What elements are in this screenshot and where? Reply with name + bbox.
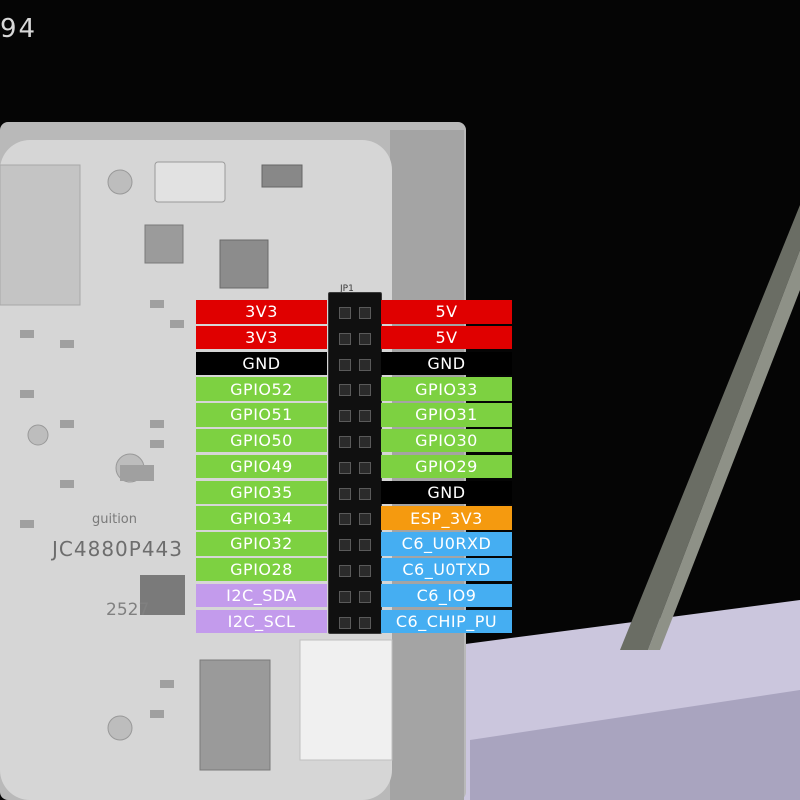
pin-label-power: 3V3 — [196, 300, 327, 324]
pin-label-i2c: I2C_SCL — [196, 609, 327, 634]
board-stamp: 2527 — [106, 600, 150, 620]
header-pin — [339, 461, 351, 474]
pin-label-c6: C6_U0RXD — [381, 532, 512, 556]
header-pin — [359, 590, 371, 603]
header-pin — [339, 410, 351, 423]
table-surface-shadow — [470, 690, 800, 800]
header-pin — [339, 358, 351, 371]
pin-label-esp: ESP_3V3 — [381, 506, 512, 530]
mount-hole — [107, 715, 133, 741]
pin-header — [328, 292, 382, 634]
ic-chip — [219, 239, 269, 289]
header-pin — [359, 410, 371, 423]
pin-label-gpio: GPIO28 — [196, 557, 327, 582]
header-pin — [359, 307, 371, 319]
pin-label-gpio: GPIO50 — [196, 428, 327, 453]
pin-label-ground: GND — [381, 351, 512, 376]
pin-label-gpio: GPIO52 — [196, 377, 327, 401]
header-pin — [339, 307, 351, 319]
pin-label-c6: C6_U0TXD — [381, 557, 512, 582]
stand-leg-highlight — [648, 250, 800, 650]
mount-hole — [107, 169, 133, 195]
module-d2 — [140, 575, 185, 615]
stand-leg — [620, 205, 800, 650]
pin-label-gpio: GPIO31 — [381, 403, 512, 427]
header-pin — [339, 332, 351, 345]
smd-components — [20, 300, 184, 718]
pin-label-c6: C6_IO9 — [381, 583, 512, 608]
header-pin — [359, 487, 371, 500]
pin-label-gpio: GPIO29 — [381, 454, 512, 479]
pin-label-gpio: GPIO35 — [196, 480, 327, 505]
header-label: JP1 — [340, 284, 354, 294]
pin-label-gpio: GPIO30 — [381, 428, 512, 453]
sd-slot — [0, 164, 81, 306]
header-pin — [339, 384, 351, 397]
header-pin — [339, 487, 351, 500]
pin-label-gpio: GPIO33 — [381, 377, 512, 401]
mount-hole — [27, 424, 49, 446]
header-pin — [359, 436, 371, 448]
header-pin — [339, 539, 351, 552]
header-pin — [359, 358, 371, 371]
pin-label-gpio: GPIO49 — [196, 454, 327, 479]
header-pin — [359, 384, 371, 397]
pin-label-ground: GND — [381, 480, 512, 505]
usb-connector — [299, 639, 393, 761]
pin-label-gpio: GPIO34 — [196, 506, 327, 530]
ffc-connector — [199, 659, 271, 771]
header-pin — [339, 436, 351, 448]
pin-label-i2c: I2C_SDA — [196, 583, 327, 608]
header-pin — [359, 332, 371, 345]
header-pin — [339, 565, 351, 577]
board-brand: guition — [92, 512, 138, 527]
inductor — [144, 224, 184, 264]
pin-label-ground: GND — [196, 351, 327, 376]
pin-label-power: 5V — [381, 325, 512, 350]
header-pin — [359, 616, 371, 629]
switch-sw3 — [261, 164, 303, 188]
header-pin — [339, 513, 351, 526]
header-pin — [359, 461, 371, 474]
pin-label-gpio: GPIO32 — [196, 532, 327, 556]
header-pin — [359, 539, 371, 552]
board-model: JC4880P443 — [52, 537, 183, 561]
battery-connector — [154, 161, 226, 203]
pin-label-c6: C6_CHIP_PU — [381, 609, 512, 634]
pin-label-power: 5V — [381, 300, 512, 324]
pin-label-gpio: GPIO51 — [196, 403, 327, 427]
header-pin — [359, 565, 371, 577]
header-pin — [359, 513, 371, 526]
header-pin — [339, 616, 351, 629]
pin-label-power: 3V3 — [196, 325, 327, 350]
corner-number: 94 — [0, 14, 38, 44]
header-pin — [339, 590, 351, 603]
